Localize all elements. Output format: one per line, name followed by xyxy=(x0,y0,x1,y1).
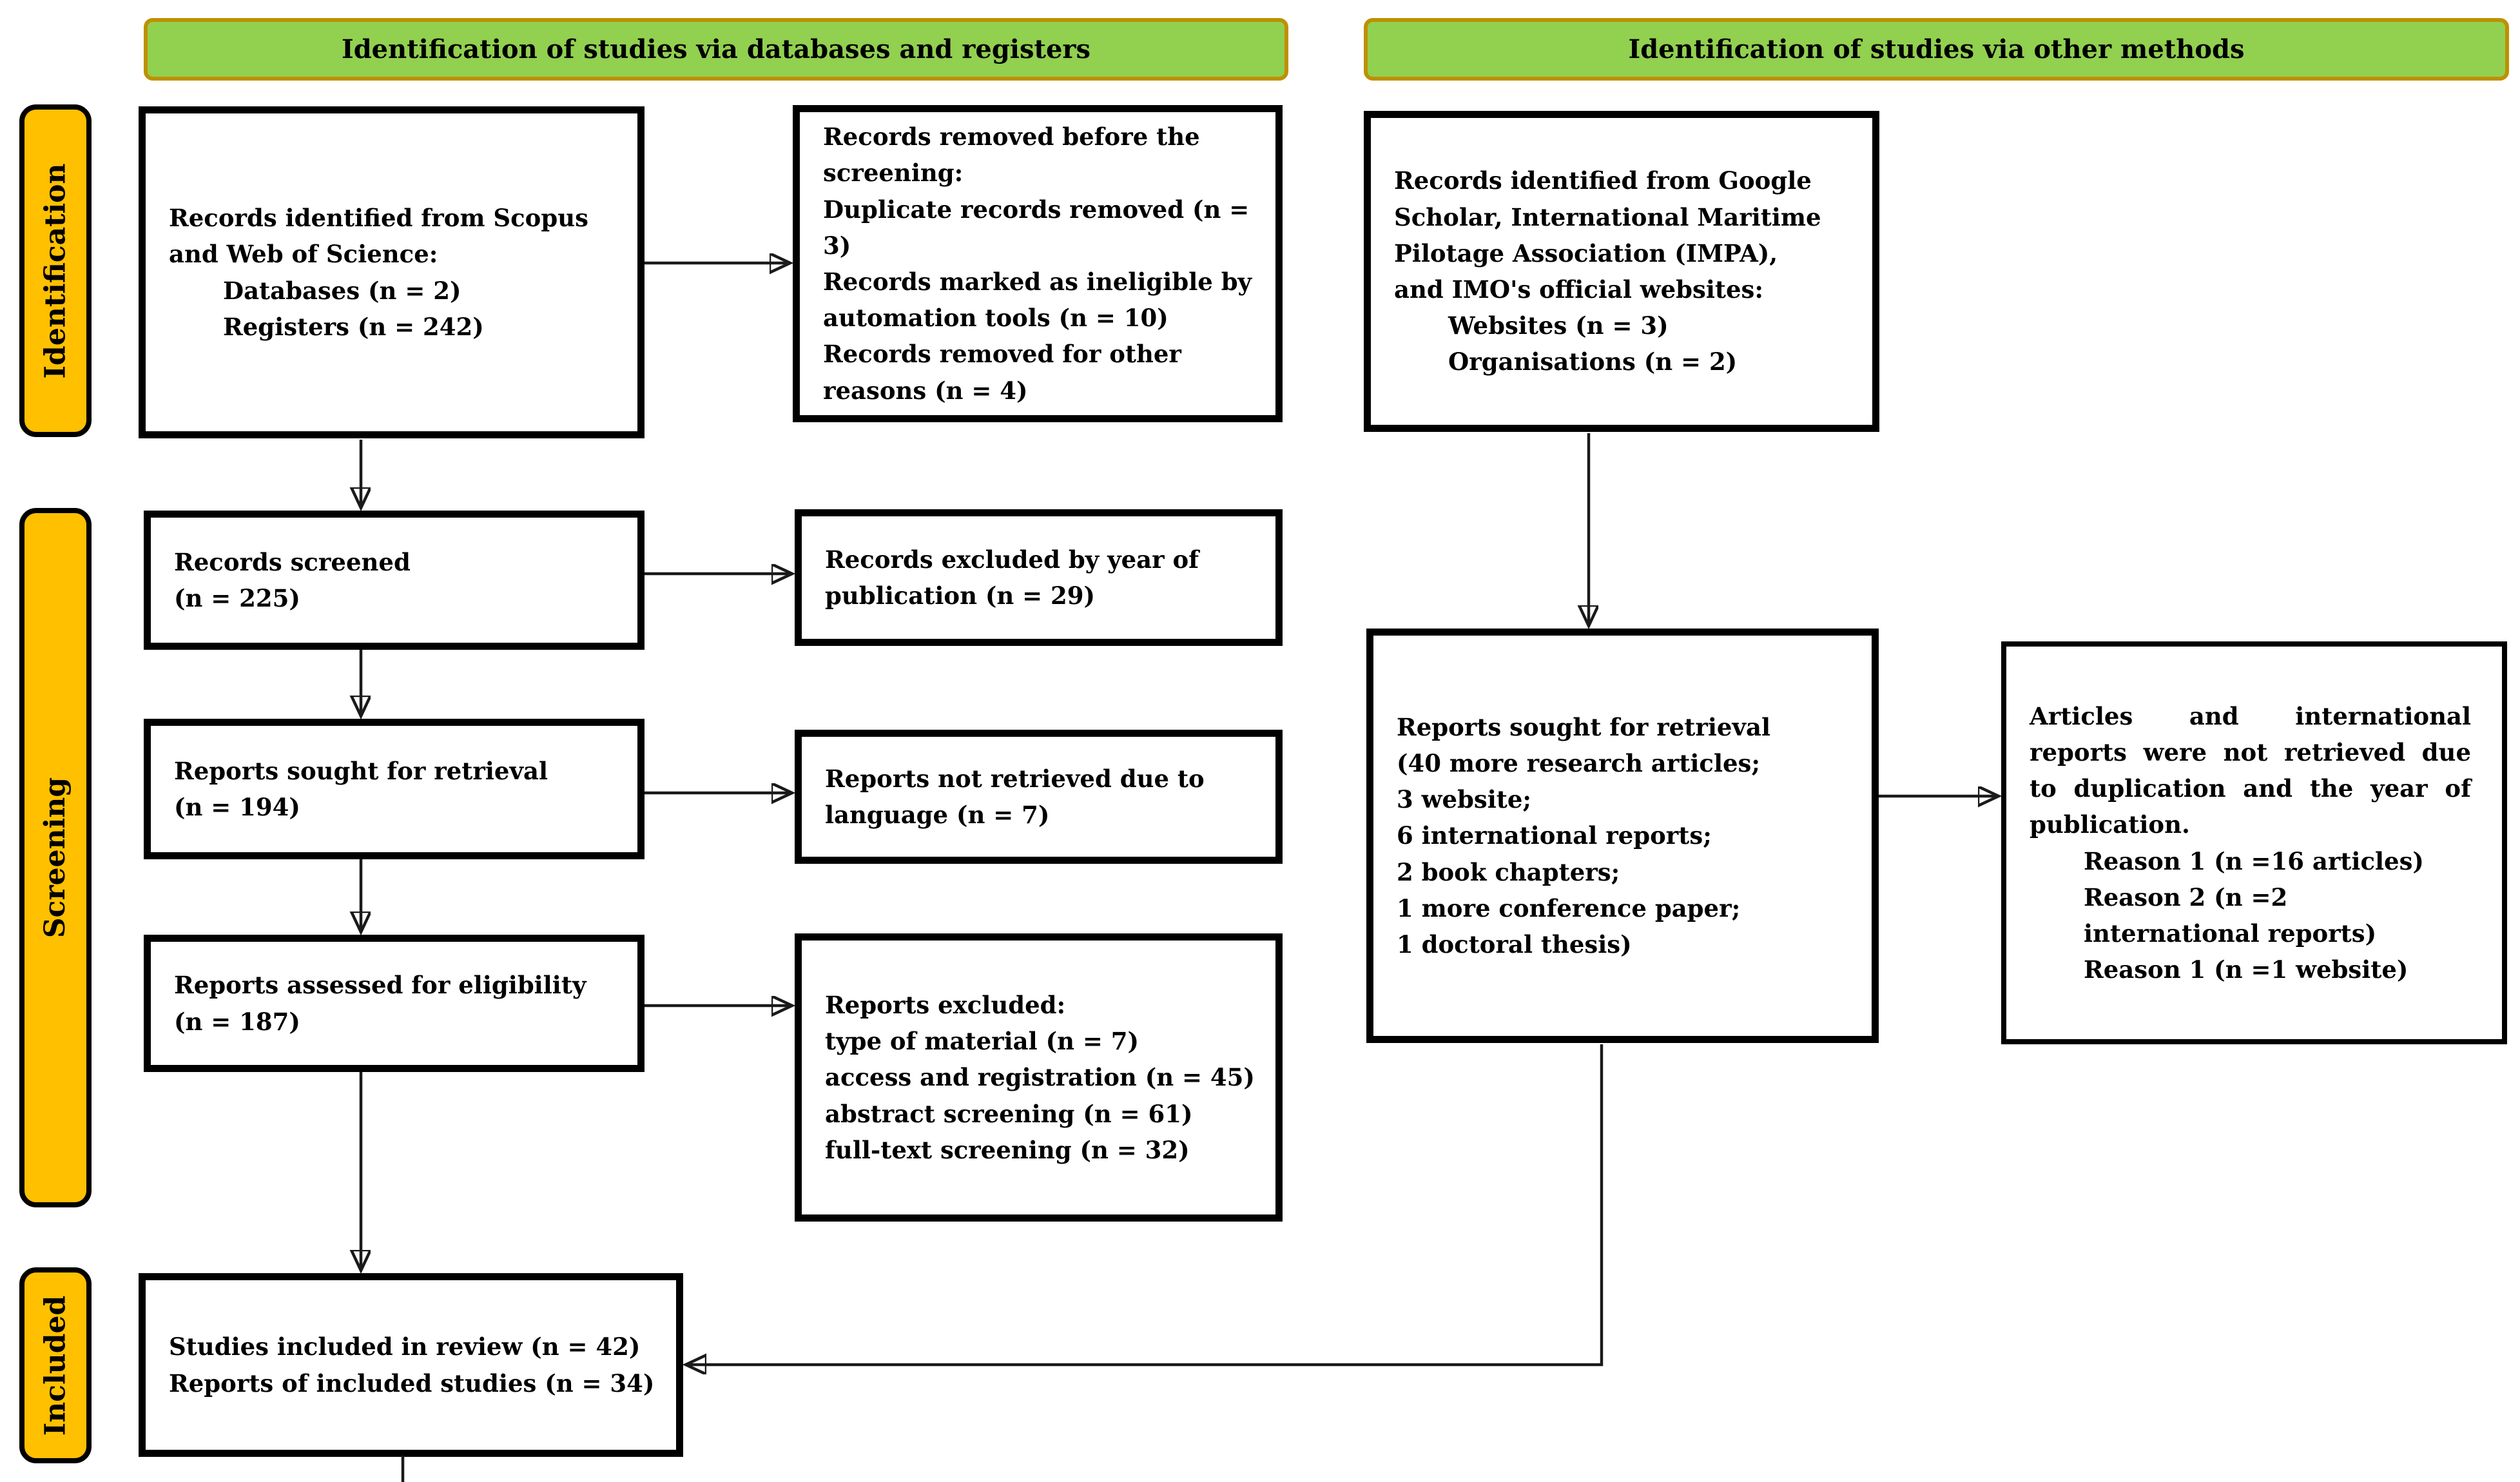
box-records-removed: Records removed before the screening: Du… xyxy=(793,105,1283,422)
box-line: Records screened xyxy=(174,547,411,576)
box-line: Scholar, International Maritime xyxy=(1394,202,1821,231)
box-line: full-text screening (n = 32) xyxy=(825,1135,1190,1164)
box-records-screened: Records screened (n = 225) xyxy=(144,511,645,650)
box-line: (n = 194) xyxy=(174,793,300,821)
stage-label-text: Screening xyxy=(39,777,72,939)
box-line: and IMO's official websites: xyxy=(1394,275,1764,304)
box-line: automation tools (n = 10) xyxy=(823,304,1168,333)
box-line: Reports assessed for eligibility xyxy=(174,971,586,1000)
box-line: Reason 1 (n =1 website) xyxy=(2084,955,2409,984)
stage-label-text: Identification xyxy=(39,162,72,379)
box-line: publication (n = 29) xyxy=(825,581,1096,610)
stage-label-screening: Screening xyxy=(19,508,92,1207)
header-databases-registers: Identification of studies via databases … xyxy=(144,18,1288,81)
box-line: Websites (n = 3) xyxy=(1448,311,1669,340)
box-line: 6 international reports; xyxy=(1397,821,1712,850)
stage-label-text: Included xyxy=(39,1295,72,1436)
box-line: Studies included in review (n = 42) xyxy=(169,1332,641,1361)
header-other-methods: Identification of studies via other meth… xyxy=(1364,18,2509,81)
box-records-excluded-year: Records excluded by year of publication … xyxy=(795,509,1283,646)
box-records-identified-other: Records identified from Google Scholar, … xyxy=(1364,111,1879,432)
box-line: access and registration (n = 45) xyxy=(825,1063,1255,1092)
header-label: Identification of studies via other meth… xyxy=(1628,34,2245,64)
box-line: Records removed for other xyxy=(823,340,1181,369)
box-line: Duplicate records removed (n = 3) xyxy=(823,195,1250,260)
box-reports-sought-other: Reports sought for retrieval (40 more re… xyxy=(1366,629,1879,1043)
box-paragraph: Articles and international reports were … xyxy=(2030,701,2471,839)
box-line: Records identified from Google xyxy=(1394,166,1812,195)
box-line: 1 more conference paper; xyxy=(1397,893,1741,922)
box-line: Databases (n = 2) xyxy=(223,276,461,305)
box-line: Pilotage Association (IMPA), xyxy=(1394,239,1778,268)
box-line: Registers (n = 242) xyxy=(223,312,484,341)
box-articles-not-retrieved: Articles and international reports were … xyxy=(2001,641,2507,1044)
box-line: Records excluded by year of xyxy=(825,545,1199,574)
box-line: Records identified from Scopus xyxy=(169,204,588,233)
box-line: Reports excluded: xyxy=(825,990,1066,1019)
box-reports-excluded: Reports excluded: type of material (n = … xyxy=(795,933,1283,1222)
box-line: Records removed before the xyxy=(823,122,1200,151)
box-line: screening: xyxy=(823,159,964,188)
box-records-identified: Records identified from Scopus and Web o… xyxy=(139,106,645,438)
box-line: 3 website; xyxy=(1397,785,1532,814)
box-line: Reason 1 (n =16 articles) xyxy=(2084,846,2424,875)
box-line: Reports not retrieved due to xyxy=(825,764,1205,793)
stage-label-included: Included xyxy=(19,1267,92,1463)
box-reports-sought: Reports sought for retrieval (n = 194) xyxy=(144,719,645,859)
box-line: language (n = 7) xyxy=(825,801,1050,829)
box-line: 1 doctoral thesis) xyxy=(1397,930,1632,959)
box-line: Reason 2 (n =2 international reports) xyxy=(2084,882,2377,948)
box-line: Reports sought for retrieval xyxy=(1397,712,1771,741)
box-studies-included: Studies included in review (n = 42) Repo… xyxy=(139,1273,683,1457)
box-line: Reports of included studies (n = 34) xyxy=(169,1369,655,1398)
box-reports-assessed: Reports assessed for eligibility (n = 18… xyxy=(144,935,645,1072)
box-line: type of material (n = 7) xyxy=(825,1027,1139,1056)
box-line: abstract screening (n = 61) xyxy=(825,1099,1193,1128)
box-line: Organisations (n = 2) xyxy=(1448,347,1738,376)
box-line: and Web of Science: xyxy=(169,240,438,269)
header-label: Identification of studies via databases … xyxy=(341,34,1091,64)
box-line: (n = 225) xyxy=(174,584,300,612)
box-line: (n = 187) xyxy=(174,1007,300,1036)
box-line: Reports sought for retrieval xyxy=(174,756,548,785)
box-line: 2 book chapters; xyxy=(1397,857,1620,886)
box-line: Records marked as ineligible by xyxy=(823,268,1252,296)
box-line: reasons (n = 4) xyxy=(823,376,1028,405)
box-line: (40 more research articles; xyxy=(1397,748,1761,777)
box-reports-not-retrieved: Reports not retrieved due to language (n… xyxy=(795,730,1283,864)
stage-label-identification: Identification xyxy=(19,104,92,437)
